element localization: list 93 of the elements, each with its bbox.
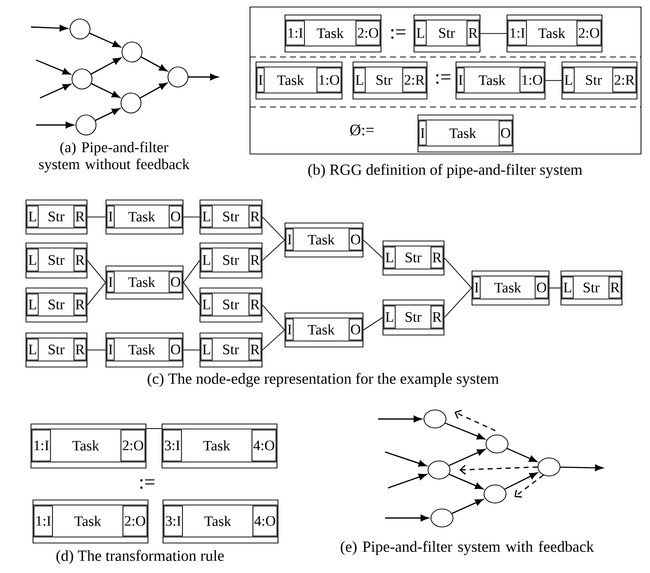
caption: (d) The transformation rule [56, 550, 224, 564]
arrow [385, 514, 429, 522]
arrow [89, 32, 121, 48]
component-box: 3:I Task 4:O [162, 500, 278, 544]
ellipse-node [424, 410, 446, 428]
ellipse-node [486, 434, 508, 454]
circle-node [70, 18, 90, 40]
ellipse-node [538, 458, 560, 476]
arrow [188, 74, 218, 80]
component-box: 1:I Task 2:O [506, 14, 602, 52]
component-box: L Str R [26, 200, 88, 234]
component-box: L Str R [414, 14, 480, 52]
component-box: I Task O [106, 332, 184, 368]
component-box: 1:I Task 2:O [30, 424, 146, 468]
ellipse-node [428, 460, 450, 480]
circle-node [122, 42, 142, 62]
component-box: I Task O [418, 114, 514, 152]
component-box: L Str 2:R [352, 62, 428, 100]
connector-line [480, 33, 507, 34]
component-box: L Str R [26, 332, 88, 368]
component-box: L Str R [200, 242, 262, 278]
component-box: 3:I Task 4:O [162, 424, 278, 468]
connector-line [87, 216, 106, 218]
connector-line [262, 330, 285, 350]
component-box: I Task 1:O [256, 62, 342, 100]
caption: (e) Pipe-and-filter system with feedback [340, 540, 594, 556]
component-box: 1:I Task 2:O [284, 14, 382, 52]
definition-symbol: := [436, 74, 450, 84]
circle-node [120, 92, 142, 114]
ellipse-node [484, 484, 506, 504]
arrow [388, 474, 427, 489]
arrow [448, 474, 484, 490]
connector-line [183, 260, 200, 283]
arrow [140, 56, 168, 72]
circle-node [168, 66, 188, 88]
connector-line [363, 240, 383, 258]
connector-line [146, 428, 162, 429]
component-box: 1:I Task 2:O [32, 500, 148, 544]
component-box: I Task 1:O [456, 62, 546, 100]
arrow [384, 451, 427, 467]
arrow [378, 416, 422, 422]
definition-symbol: := [140, 479, 154, 489]
component-box: L Str R [26, 288, 88, 322]
arrow [506, 448, 538, 462]
connector-line [444, 258, 472, 288]
component-box: L Str R [382, 240, 444, 276]
caption: (a) Pipe-and-filter system without feedback [39, 142, 190, 172]
connector-line [262, 240, 285, 261]
component-box: L Str R [382, 300, 444, 336]
arrow [448, 448, 486, 466]
ellipse-node [430, 508, 454, 528]
circle-node [72, 68, 92, 90]
definition-symbol: := [391, 29, 406, 39]
feedback-arrow [459, 464, 538, 475]
connector-line [87, 260, 106, 283]
arrow [140, 82, 168, 98]
arrow [40, 84, 71, 99]
feedback-arrow [454, 410, 496, 432]
definition-symbol: Ø:= [350, 124, 374, 136]
arrow [30, 24, 68, 32]
rule-frame [250, 6, 642, 154]
arrow [36, 122, 74, 128]
component-box: L Str R [26, 242, 88, 278]
caption: (b) RGG definition of pipe-and-filter system [308, 164, 582, 178]
component-box: L Str R [200, 200, 262, 234]
connector-line [87, 282, 106, 306]
arrow [91, 83, 120, 98]
connector-line [262, 216, 285, 240]
component-box: L Str R [560, 270, 622, 306]
arrow [452, 498, 484, 514]
arrow [560, 464, 604, 472]
arrow [445, 422, 486, 440]
connector-line [183, 216, 200, 218]
component-box: I Task O [106, 200, 184, 234]
connector-line [545, 80, 562, 81]
connector-line [262, 304, 285, 330]
component-box: I Task O [284, 222, 364, 258]
component-box: L Str R [200, 288, 262, 322]
component-box: L Str R [200, 332, 262, 368]
component-box: I Task O [284, 312, 364, 348]
arrow [36, 59, 71, 75]
component-box: I Task O [472, 270, 550, 306]
feedback-arrow [514, 474, 544, 498]
connector-line [444, 288, 472, 318]
arrow [90, 58, 122, 75]
component-box: L Str 2:R [562, 62, 638, 100]
connector-line [183, 282, 200, 306]
connector-line [363, 317, 383, 330]
arrow [504, 472, 538, 490]
circle-node [76, 114, 96, 136]
caption: (c) The node-edge representation for the example system [148, 372, 499, 388]
arrow [95, 108, 120, 121]
component-box: I Task O [106, 266, 184, 300]
